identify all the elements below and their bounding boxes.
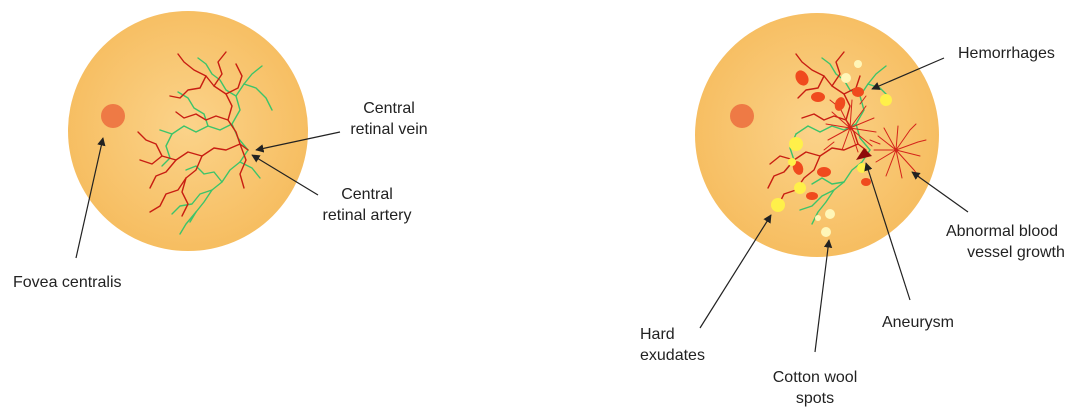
label-cotton-wool-line1: Cotton wool [773, 369, 858, 386]
cotton-wool-spot [821, 227, 831, 237]
label-abnormal-growth-line2: vessel growth [967, 244, 1065, 261]
normal-fovea [101, 104, 125, 128]
hemorrhage-spot [811, 92, 825, 102]
cotton-wool-spot [854, 60, 862, 68]
label-central-vein-line2: retinal vein [350, 121, 427, 138]
diseased-fovea [730, 104, 754, 128]
hard-exudate-spot [788, 158, 796, 166]
hemorrhage-spot [852, 87, 864, 97]
diseased-eye: Hemorrhages Abnormal blood vessel growth… [640, 13, 1065, 407]
normal-retina-disc [68, 11, 308, 251]
hemorrhage-spot [806, 192, 818, 200]
hard-exudate-spot [789, 137, 803, 151]
label-central-vein-line1: Central [363, 100, 415, 117]
label-fovea-centralis: Fovea centralis [13, 274, 122, 291]
label-abnormal-growth-line1: Abnormal blood [946, 223, 1058, 240]
label-hard-exudates-line1: Hard [640, 326, 675, 343]
cotton-wool-spot [815, 215, 821, 221]
cotton-wool-spot [825, 209, 835, 219]
arrow-hard-exudates [700, 215, 771, 328]
hemorrhage-spot [817, 167, 831, 177]
hard-exudate-spot [771, 198, 785, 212]
normal-eye: Fovea centralis Central retinal vein Cen… [13, 11, 428, 291]
label-central-artery-line1: Central [341, 186, 393, 203]
label-cotton-wool-line2: spots [796, 390, 834, 407]
label-hemorrhages: Hemorrhages [958, 45, 1055, 62]
cotton-wool-spot [841, 73, 851, 83]
hard-exudate-spot [794, 182, 806, 194]
hemorrhage-spot [861, 178, 871, 186]
hard-exudate-spot [857, 163, 867, 173]
label-aneurysm: Aneurysm [882, 314, 954, 331]
label-central-artery-line2: retinal artery [323, 207, 412, 224]
label-hard-exudates-line2: exudates [640, 347, 705, 364]
hard-exudate-spot [880, 94, 892, 106]
